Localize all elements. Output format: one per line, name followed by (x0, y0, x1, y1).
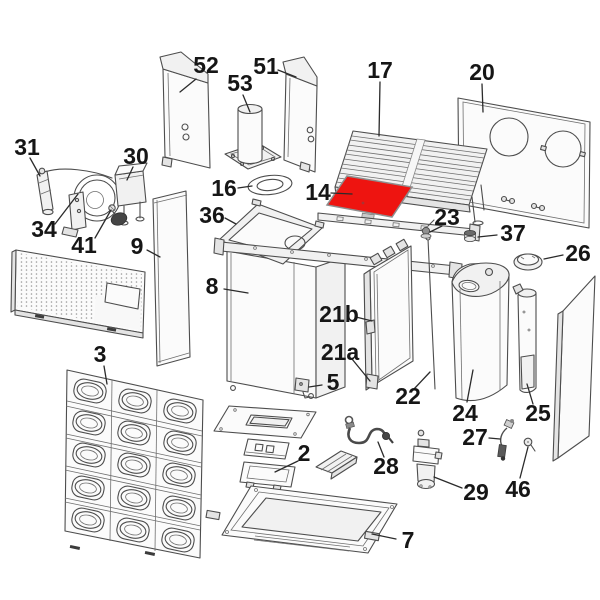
leader-52 (179, 78, 197, 93)
leader-27 (488, 437, 501, 440)
part-16-gasket-ring (247, 174, 293, 196)
leader-9 (146, 249, 161, 258)
leader-21b (355, 316, 373, 322)
leader-36 (224, 217, 237, 225)
part-5-latch (294, 377, 311, 399)
chute-bracket (315, 450, 358, 480)
leader-7 (371, 533, 397, 540)
part-21b-door-frame (363, 238, 414, 391)
part-34-bracket (61, 191, 87, 238)
part-51-side-panel (282, 56, 318, 173)
part-25-drop-chute-tube (512, 283, 537, 393)
leader-22 (413, 371, 431, 390)
part-41-bolt (108, 204, 116, 212)
leader-24 (466, 369, 474, 403)
part-label-8: 8 (206, 273, 219, 299)
part-label-30: 30 (123, 143, 149, 169)
part-14-plate (325, 175, 414, 218)
part-label-41: 41 (71, 232, 97, 258)
part-label-26: 26 (565, 240, 591, 266)
leader-16 (237, 185, 253, 189)
part-label-51: 51 (253, 53, 279, 79)
part-31-igniter (36, 167, 113, 216)
part-29-auger-motor (412, 429, 443, 490)
part-9-side-panel (152, 190, 191, 367)
part-label-31: 31 (14, 134, 40, 160)
part-label-17: 17 (367, 57, 393, 83)
part-label-21a: 21a (321, 339, 360, 365)
callouts: 52 53 51 17 20 31 30 34 41 9 16 36 14 23… (14, 52, 591, 553)
part-label-21b: 21b (319, 301, 359, 327)
small-bracket-box (243, 438, 290, 460)
panel-fittings (500, 195, 546, 212)
part-label-53: 53 (227, 70, 253, 96)
part-53-flue-collar (224, 103, 282, 170)
part-label-22: 22 (395, 383, 421, 409)
leader-46 (519, 446, 529, 479)
leader-25 (526, 383, 534, 405)
leader-31 (29, 157, 41, 177)
leader-41 (94, 209, 112, 239)
leader-26 (543, 254, 564, 260)
leader-51 (277, 69, 297, 78)
part-label-14: 14 (305, 179, 331, 205)
part-37-bushing (464, 229, 476, 242)
part-label-52: 52 (193, 52, 219, 78)
part-label-34: 34 (31, 216, 57, 242)
leader-5 (308, 384, 323, 388)
part-label-27: 27 (462, 424, 488, 450)
part-label-9: 9 (131, 233, 144, 259)
part-label-7: 7 (402, 527, 415, 553)
part-label-2: 2 (298, 440, 311, 466)
part-46-screw (523, 437, 536, 452)
part-label-24: 24 (452, 400, 478, 426)
part-label-5: 5 (327, 369, 340, 395)
part-2-burn-pot-tray (239, 461, 296, 492)
part-label-3: 3 (94, 341, 107, 367)
leader-17 (378, 81, 381, 137)
part-label-37: 37 (500, 220, 526, 246)
leader-30 (126, 166, 134, 181)
perforated-panel (10, 249, 146, 339)
leader-34 (54, 193, 79, 225)
part-26-tank-lid (513, 253, 543, 271)
bottom-cover-plate (213, 405, 317, 439)
part-28-hose (344, 415, 394, 445)
leader-28 (377, 441, 385, 458)
part-27-sensor-cable (497, 419, 515, 461)
part-label-46: 46 (505, 476, 531, 502)
leader-14 (330, 192, 353, 195)
leader-53 (242, 94, 251, 113)
part-23-screw (420, 219, 435, 239)
leader-2 (274, 460, 299, 473)
leader-20 (481, 83, 484, 113)
leader-8 (223, 288, 249, 294)
part-52-side-panel (159, 51, 211, 169)
right-side-panel (552, 275, 596, 462)
part-label-28: 28 (373, 453, 399, 479)
part-24-pellet-tank (451, 262, 510, 402)
leader-21a (351, 358, 371, 382)
part-21a-lower-bracket (365, 373, 379, 390)
part-7-ash-pan (205, 485, 398, 554)
leader-23 (429, 225, 443, 233)
part-3-decorative-side-panel (64, 369, 204, 559)
part-label-25: 25 (525, 400, 551, 426)
part-label-36: 36 (199, 202, 225, 228)
leader-37 (477, 234, 498, 238)
leader-3 (103, 365, 108, 385)
leader-29 (433, 476, 463, 489)
part-label-20: 20 (469, 59, 495, 85)
part-label-29: 29 (463, 479, 489, 505)
part-label-16: 16 (211, 175, 237, 201)
part-label-23: 23 (434, 204, 460, 230)
